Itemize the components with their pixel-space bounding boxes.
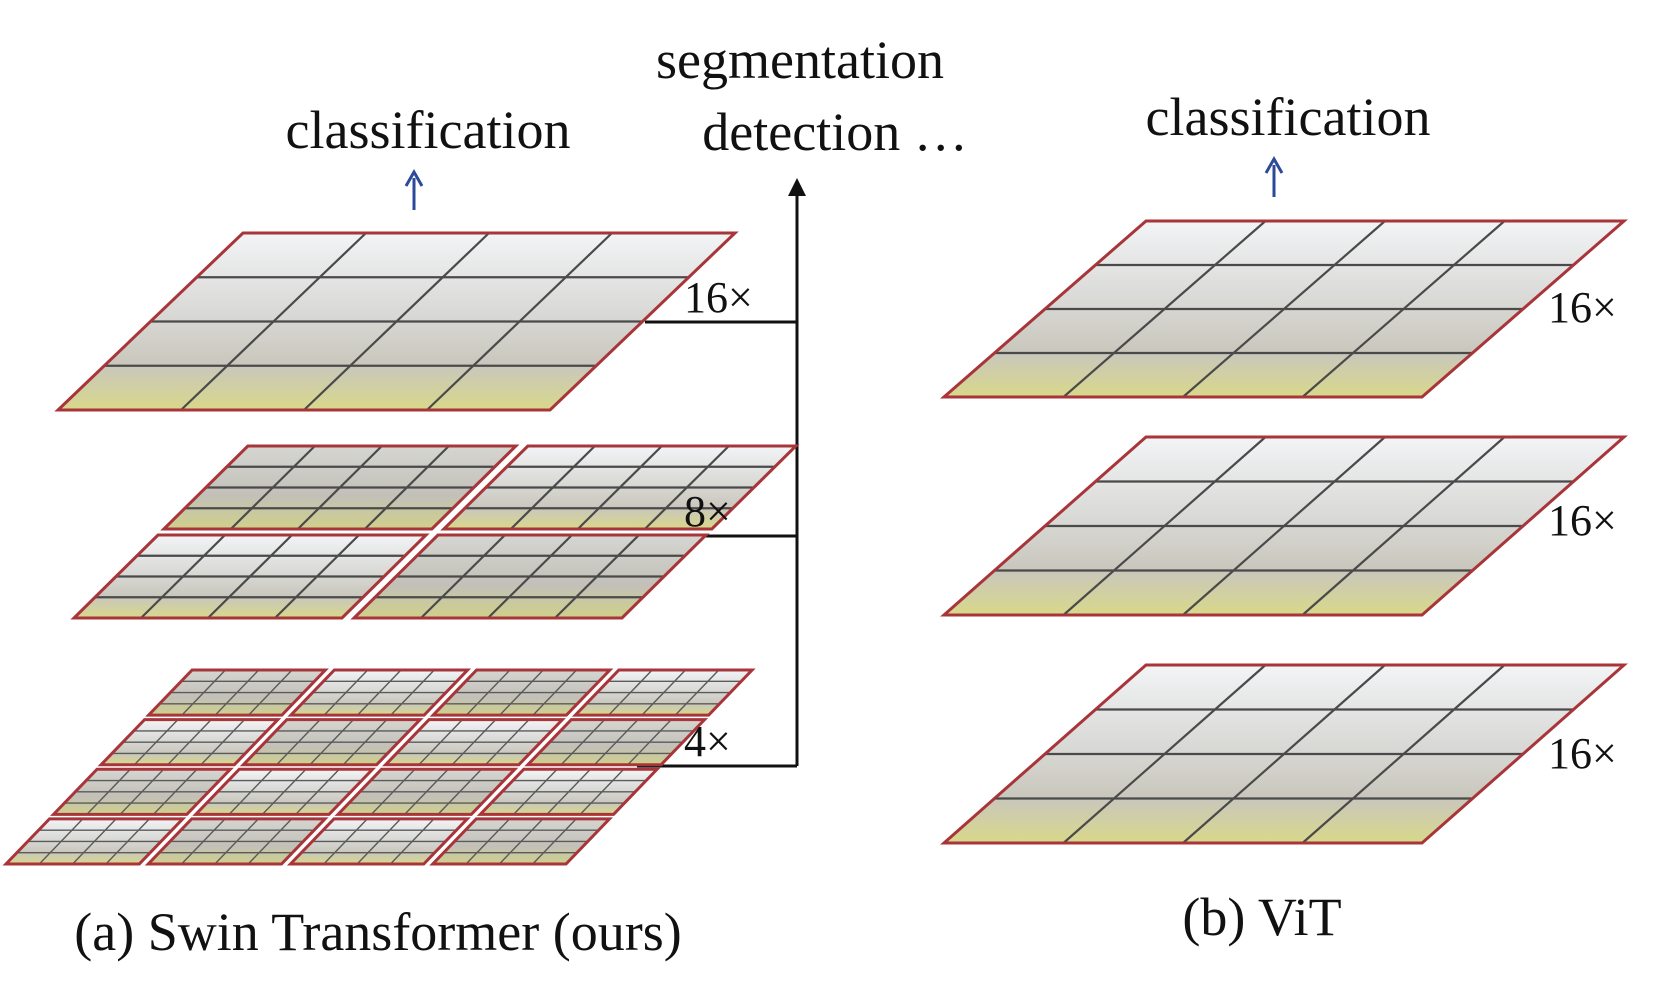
window-grid-line — [1301, 220, 1506, 398]
patch-border — [97, 718, 282, 767]
vit-stage-2-feature-map — [940, 435, 1628, 617]
patch-border — [239, 718, 424, 767]
patch-border — [286, 817, 471, 866]
swin-classification-label: classification — [286, 100, 571, 160]
window-grid-line — [105, 818, 150, 865]
patch-border — [440, 444, 800, 531]
stage-16x-feature-map — [54, 231, 739, 412]
window-grid-line — [426, 232, 613, 411]
patch-border — [2, 817, 187, 866]
vit-classification-arrow — [1264, 155, 1284, 197]
swin-segmentation-label: segmentation — [656, 30, 944, 90]
window-grid-line — [152, 768, 198, 815]
window-grid-line — [1301, 436, 1506, 616]
swin-classification-arrow — [404, 168, 424, 210]
window-grid-line — [364, 445, 450, 530]
vit-stage-3-scale-label: 16× — [1548, 729, 1617, 778]
window-grid-line — [295, 768, 340, 815]
stage-4x-scale-label: 4× — [684, 717, 731, 766]
patch-border — [382, 718, 566, 767]
window-grid-line — [1301, 664, 1506, 844]
patch-border — [350, 533, 710, 620]
vit-stage-1-feature-map — [939, 219, 1629, 399]
stage-8x-scale-label: 8× — [684, 487, 731, 536]
window-grid-line — [437, 768, 482, 815]
window-grid-line — [390, 669, 435, 716]
window-grid-line — [485, 719, 530, 766]
patch-border — [192, 767, 377, 816]
window-grid-line — [674, 669, 720, 716]
stage-8x-feature-map — [70, 444, 800, 620]
window-grid-line — [200, 719, 246, 766]
window-grid-line — [579, 768, 625, 815]
window-grid-line — [389, 818, 435, 865]
stage-16x-scale-label: 16× — [684, 273, 753, 322]
patch-border — [476, 767, 661, 816]
patch-border — [287, 668, 472, 717]
vit-stage-1-scale-label: 16× — [1548, 283, 1617, 332]
patch-border — [160, 444, 520, 531]
vit-classification-label: classification — [1146, 87, 1431, 147]
window-grid-line — [248, 669, 293, 716]
patch-border — [939, 219, 1629, 399]
window-grid-line — [274, 534, 360, 619]
stage-4x-feature-map — [2, 668, 756, 866]
patch-border — [145, 668, 329, 717]
swin-caption: (a) Swin Transformer (ours) — [74, 902, 681, 962]
patch-border — [940, 435, 1628, 617]
vit-panel: classification 16× 16× 16× (b) ViT — [939, 87, 1629, 947]
patch-border — [144, 817, 329, 866]
window-grid-line — [532, 669, 578, 716]
patch-border — [50, 767, 234, 816]
patch-border — [571, 668, 756, 717]
patch-border — [429, 817, 614, 866]
window-grid-line — [554, 534, 640, 619]
window-grid-line — [342, 719, 388, 766]
patch-border — [429, 668, 614, 717]
window-grid-line — [644, 445, 730, 530]
swin-panel: classification segmentation detection … … — [2, 30, 968, 962]
patch-border — [70, 533, 430, 620]
swin-detection-label: detection … — [702, 102, 967, 162]
patch-border — [524, 718, 709, 767]
patch-border — [54, 231, 739, 412]
vit-caption: (b) ViT — [1182, 887, 1341, 947]
patch-border — [940, 663, 1628, 845]
vit-stage-3-feature-map — [940, 663, 1628, 845]
window-grid-line — [247, 818, 293, 865]
window-grid-line — [627, 719, 672, 766]
patch-border — [334, 767, 519, 816]
window-grid-line — [532, 818, 577, 865]
vit-stage-2-scale-label: 16× — [1548, 496, 1617, 545]
